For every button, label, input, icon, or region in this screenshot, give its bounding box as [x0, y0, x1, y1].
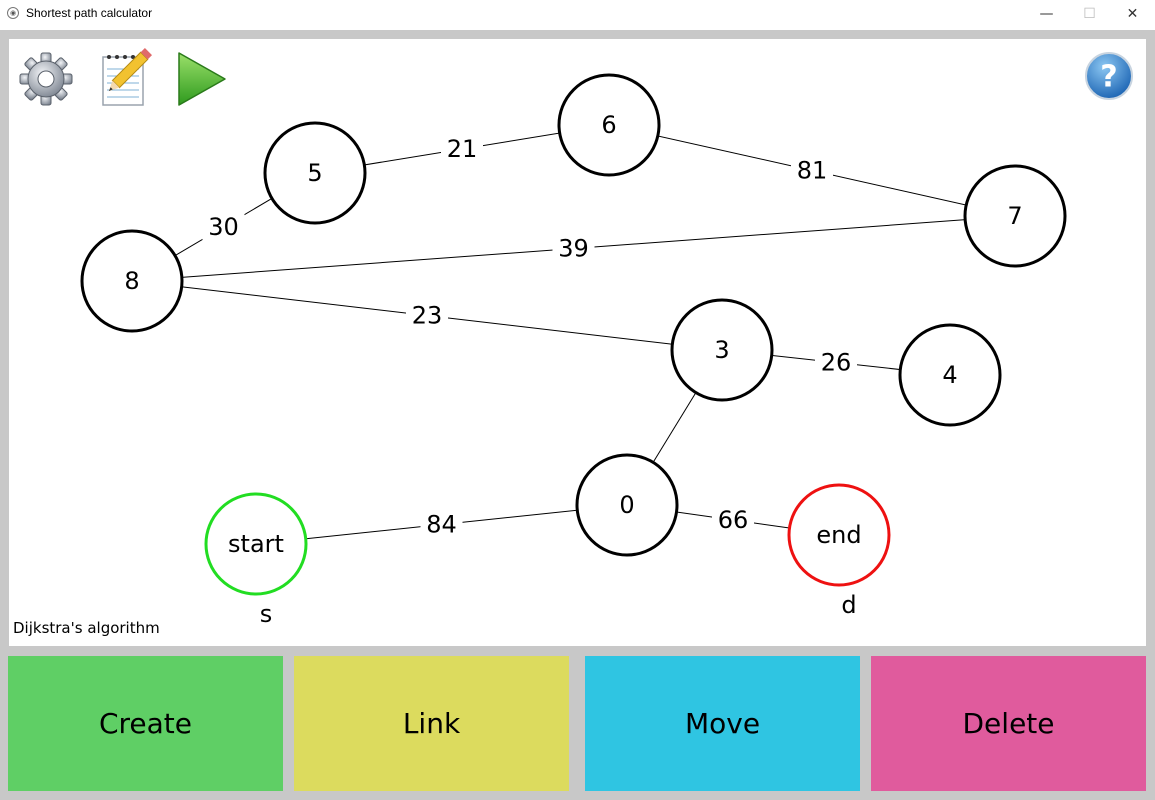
edge-weight-bg: [791, 155, 833, 186]
create-button[interactable]: Create: [8, 656, 283, 791]
graph-node-start[interactable]: start s: [204, 492, 308, 628]
node-label: 3: [714, 336, 729, 364]
edge-weight: 23: [412, 302, 443, 330]
minimize-button[interactable]: —: [1039, 6, 1054, 22]
edge-weight-bg: [202, 212, 245, 242]
edge-weight-bg: [815, 347, 857, 378]
graph-node-end[interactable]: end d: [787, 483, 891, 619]
notes-button[interactable]: [93, 47, 152, 107]
node-circle[interactable]: [670, 298, 774, 402]
node-label: 7: [1007, 202, 1022, 230]
graph-canvas[interactable]: 21 81 30 39 23 26 84 66 5 6 7 8 3 4 0 start s end d: [9, 39, 1146, 646]
graph-node-7[interactable]: 7: [963, 164, 1067, 268]
edge-weight: 21: [447, 135, 478, 163]
delete-button[interactable]: Delete: [871, 656, 1146, 791]
algorithm-label: Dijkstra's algorithm: [13, 619, 160, 637]
node-circle[interactable]: [80, 229, 184, 333]
help-icon: ?: [1085, 52, 1133, 100]
node-label: 5: [307, 159, 322, 187]
window-title: Shortest path calculator: [26, 6, 153, 20]
graph-svg[interactable]: 21 81 30 39 23 26 84 66 5 6 7 8 3 4 0 start s end d: [9, 39, 1146, 646]
edge-weight: 84: [426, 511, 457, 539]
play-icon: [178, 52, 226, 106]
edge-weight-bg: [441, 134, 483, 164]
graph-node-5[interactable]: 5: [263, 121, 367, 225]
graph-node-4[interactable]: 4: [898, 323, 1002, 427]
move-button[interactable]: Move: [585, 656, 860, 791]
edge-weight-bg: [712, 505, 754, 535]
node-circle[interactable]: [204, 492, 308, 596]
edge-weight-bg: [552, 233, 595, 264]
node-circle[interactable]: [263, 121, 367, 225]
notepad-icon: [102, 48, 152, 106]
maximize-button[interactable]: ☐: [1083, 6, 1096, 22]
title-bar: ◉ Shortest path calculator — ☐ ✕: [0, 0, 1155, 30]
node-label: 0: [619, 491, 634, 519]
close-button[interactable]: ✕: [1126, 6, 1139, 22]
gear-icon: [19, 52, 73, 106]
node-circle[interactable]: [898, 323, 1002, 427]
graph-node-6[interactable]: 6: [557, 73, 661, 177]
edge-weight-bg: [420, 509, 463, 540]
edge-weight-bg: [406, 300, 448, 331]
graph-node-0[interactable]: 0: [575, 453, 679, 557]
node-sublabel: s: [260, 600, 273, 628]
help-button[interactable]: ?: [1084, 51, 1134, 101]
graph-node-8[interactable]: 8: [80, 229, 184, 333]
node-label: start: [228, 530, 284, 558]
link-button[interactable]: Link: [294, 656, 569, 791]
edge-weight: 39: [558, 235, 589, 263]
node-label: 8: [124, 267, 139, 295]
node-sublabel: d: [841, 591, 856, 619]
svg-text:?: ?: [1100, 60, 1117, 95]
node-label: 6: [601, 111, 616, 139]
node-circle[interactable]: [557, 73, 661, 177]
node-circle[interactable]: [575, 453, 679, 557]
node-label: end: [816, 521, 861, 549]
node-circle[interactable]: [963, 164, 1067, 268]
node-circle[interactable]: [787, 483, 891, 587]
app-icon: ◉: [7, 7, 19, 19]
edge-weight: 66: [718, 506, 749, 534]
run-button[interactable]: [173, 47, 229, 107]
settings-button[interactable]: [17, 47, 73, 107]
edge-weight: 26: [821, 349, 852, 377]
graph-node-3[interactable]: 3: [670, 298, 774, 402]
edge-weight: 81: [797, 157, 828, 185]
node-label: 4: [942, 361, 957, 389]
edge-weight: 30: [208, 213, 239, 241]
